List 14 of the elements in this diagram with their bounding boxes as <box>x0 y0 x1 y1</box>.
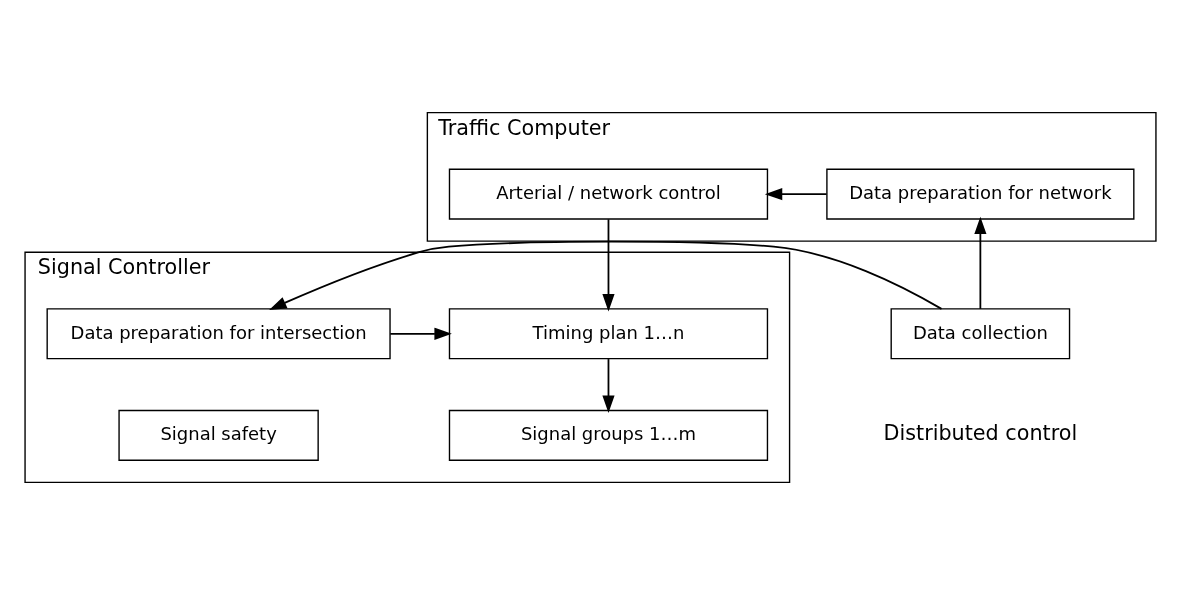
arrow <box>269 240 943 310</box>
arrow <box>602 357 615 413</box>
node-box: Signal safety <box>118 409 319 461</box>
arrow <box>974 216 987 310</box>
node-box: Timing plan 1…n <box>448 307 769 359</box>
node-box: Data collection <box>890 307 1071 359</box>
arrow <box>389 327 452 340</box>
node-box: Data preparation for intersection <box>46 307 391 359</box>
arrow <box>764 187 828 200</box>
node-box: Arterial / network control <box>448 168 769 220</box>
node-box: Data preparation for network <box>826 168 1135 220</box>
label: Distributed control <box>883 420 1078 445</box>
arrow <box>602 217 615 312</box>
node-box: Signal groups 1…m <box>448 409 769 461</box>
